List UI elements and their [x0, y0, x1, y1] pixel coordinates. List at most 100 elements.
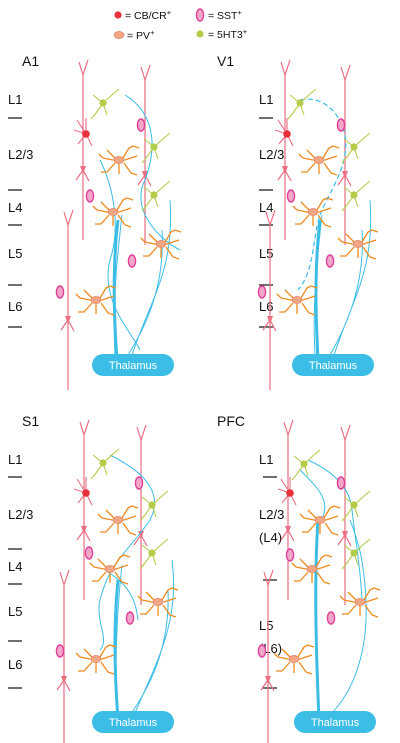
sst-marker-icon — [195, 8, 205, 22]
sst-neuron — [125, 611, 135, 625]
cb-cr-neuron — [274, 117, 294, 147]
legend-sst-label: = SST — [208, 10, 238, 22]
pv-neuron — [75, 644, 117, 675]
thalamus-label: Thalamus — [109, 360, 158, 372]
legend-cb-cr-sup: + — [167, 8, 172, 17]
layer-label: L1 — [8, 92, 22, 107]
thalamus-label: Thalamus — [311, 717, 360, 729]
legend-item-pv: = PV+ — [113, 28, 155, 42]
legend-item-sst: = SST+ — [195, 8, 242, 22]
neuron-drawing — [55, 419, 179, 743]
layer-label: L6 — [259, 299, 273, 314]
legend-pv-sup: + — [150, 28, 155, 37]
thalamic-fibers — [113, 199, 172, 356]
sst-neuron — [134, 476, 144, 490]
thalamic-axon-main — [112, 219, 120, 361]
5ht3-neuron — [139, 538, 169, 570]
thalamus-label: Thalamus — [109, 717, 158, 729]
layer-labels: L1 L2/3 L4 L5 L6 — [259, 92, 284, 314]
legend-sst-sup: + — [237, 8, 242, 17]
panel-v1: V1 L1 L2/3 L4 L5 L6 — [217, 53, 379, 391]
5ht3-neuron — [341, 490, 371, 522]
thalamus-shape — [92, 711, 174, 733]
panel-title: V1 — [217, 53, 234, 69]
neuron-drawing — [257, 419, 381, 743]
thalamus-box: Thalamus — [294, 711, 376, 733]
5ht3-neuron — [90, 448, 120, 480]
sst-neuron — [257, 644, 267, 658]
legend-5ht3-label: = 5HT3 — [208, 29, 243, 41]
panel-title: A1 — [22, 53, 39, 69]
layer-labels: L1 L2/3 (L4) L5 (L6) — [259, 452, 284, 656]
sst-neuron — [85, 189, 95, 203]
layer-label: L5 — [259, 246, 273, 261]
legend-item-5ht3: = 5HT3+ — [196, 27, 248, 41]
sst-neuron — [55, 285, 65, 299]
layer-label: L5 — [8, 246, 22, 261]
thalamus-box: Thalamus — [292, 354, 374, 376]
pv-neuron — [299, 505, 341, 536]
pv-neuron — [292, 197, 334, 228]
layer-label: L1 — [8, 452, 22, 467]
thalamic-fibers — [313, 199, 372, 356]
sst-neuron — [285, 548, 295, 562]
layer-label: L6 — [8, 299, 22, 314]
sst-neuron — [136, 118, 146, 132]
layer-boundaries — [8, 476, 22, 689]
pv-neuron — [137, 587, 179, 618]
sst-neuron — [325, 254, 335, 268]
layer-label: L2/3 — [8, 147, 33, 162]
5ht3-neuron — [287, 88, 317, 120]
pv-neuron — [291, 554, 333, 585]
panel-title: PFC — [217, 413, 245, 429]
legend-5ht3-sup: + — [243, 27, 248, 36]
layer-label: L4 — [8, 559, 22, 574]
pyramidal-neuron — [60, 209, 75, 391]
panel-s1: S1 L1 L2/3 L4 L5 L6 — [8, 413, 179, 743]
cb-cr-marker-icon — [114, 11, 122, 19]
thalamic-fibers — [299, 459, 363, 601]
svg-text:= CB/CR+: = CB/CR+ — [125, 8, 172, 22]
pyramidal-neuron — [75, 59, 90, 241]
thalamic-fibers — [329, 519, 367, 716]
pv-marker-icon — [113, 31, 125, 39]
layer-labels: L1 L2/3 L4 L5 L6 — [8, 92, 33, 314]
5ht3-marker-icon — [196, 30, 204, 38]
layer-boundaries — [259, 117, 273, 328]
panel-title: S1 — [22, 413, 39, 429]
5ht3-neuron — [341, 180, 371, 212]
layer-label: L5 — [259, 618, 273, 633]
pv-neuron — [97, 505, 139, 536]
layer-boundaries — [8, 117, 22, 328]
thalamus-shape — [92, 354, 174, 376]
pv-neuron — [337, 229, 379, 260]
svg-text:= PV+: = PV+ — [127, 28, 155, 42]
sst-neuron — [336, 476, 346, 490]
layer-labels: L1 L2/3 L4 L5 L6 — [8, 452, 33, 672]
legend: = CB/CR+ = SST+ = PV+ = 5HT3+ — [113, 8, 248, 42]
thalamus-shape — [292, 354, 374, 376]
thalamus-box: Thalamus — [92, 711, 174, 733]
layer-label: (L4) — [259, 530, 282, 545]
sst-neuron — [336, 118, 346, 132]
layer-label: L4 — [8, 200, 22, 215]
panel-pfc: PFC L1 L2/3 (L4) L5 (L6) — [217, 413, 381, 743]
5ht3-neuron — [141, 132, 171, 164]
layer-label: L2/3 — [8, 507, 33, 522]
cb-cr-neuron — [73, 476, 93, 506]
pyramidal-neuron — [76, 419, 91, 601]
sst-neuron — [286, 189, 296, 203]
layer-label: L4 — [259, 200, 273, 215]
pv-neuron — [89, 554, 131, 585]
thalamic-axon-main — [314, 219, 322, 361]
cb-cr-neuron — [277, 476, 297, 506]
pv-neuron — [298, 145, 340, 176]
thalamic-fibers-dashed — [297, 98, 347, 291]
svg-text:= SST+: = SST+ — [208, 8, 242, 22]
pv-neuron — [140, 229, 182, 260]
pyramidal-neuron — [337, 424, 352, 606]
svg-text:= 5HT3+: = 5HT3+ — [208, 27, 248, 41]
sst-neuron — [257, 285, 267, 299]
neuron-drawing — [257, 59, 379, 391]
